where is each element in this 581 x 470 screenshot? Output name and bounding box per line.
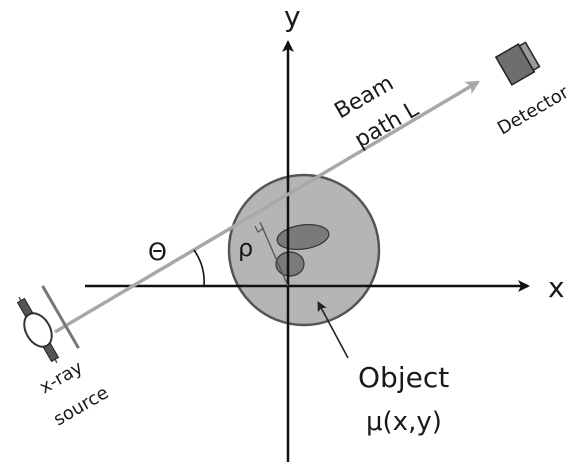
beam-path	[54, 80, 481, 334]
rho-symbol: ρ	[238, 234, 253, 262]
object-circle	[227, 173, 381, 327]
x-axis-label: x	[548, 271, 565, 304]
y-axis-label: y	[284, 0, 301, 33]
object-function-label: μ(x,y)	[366, 407, 442, 437]
angle-symbol: Θ	[148, 238, 167, 266]
object-pointer-arrow	[317, 301, 349, 359]
object-inclusion-upper	[276, 223, 330, 251]
angle-arc	[193, 249, 205, 287]
rho-line	[259, 221, 289, 287]
detector-icon	[494, 41, 541, 86]
detector-label: Detector	[494, 82, 573, 140]
xray-source-icon	[16, 285, 80, 364]
object-label: Object	[358, 361, 449, 394]
source-label-line1: x-ray	[36, 357, 87, 398]
object-inclusion-lower	[275, 251, 305, 277]
right-angle-mark	[254, 225, 265, 233]
